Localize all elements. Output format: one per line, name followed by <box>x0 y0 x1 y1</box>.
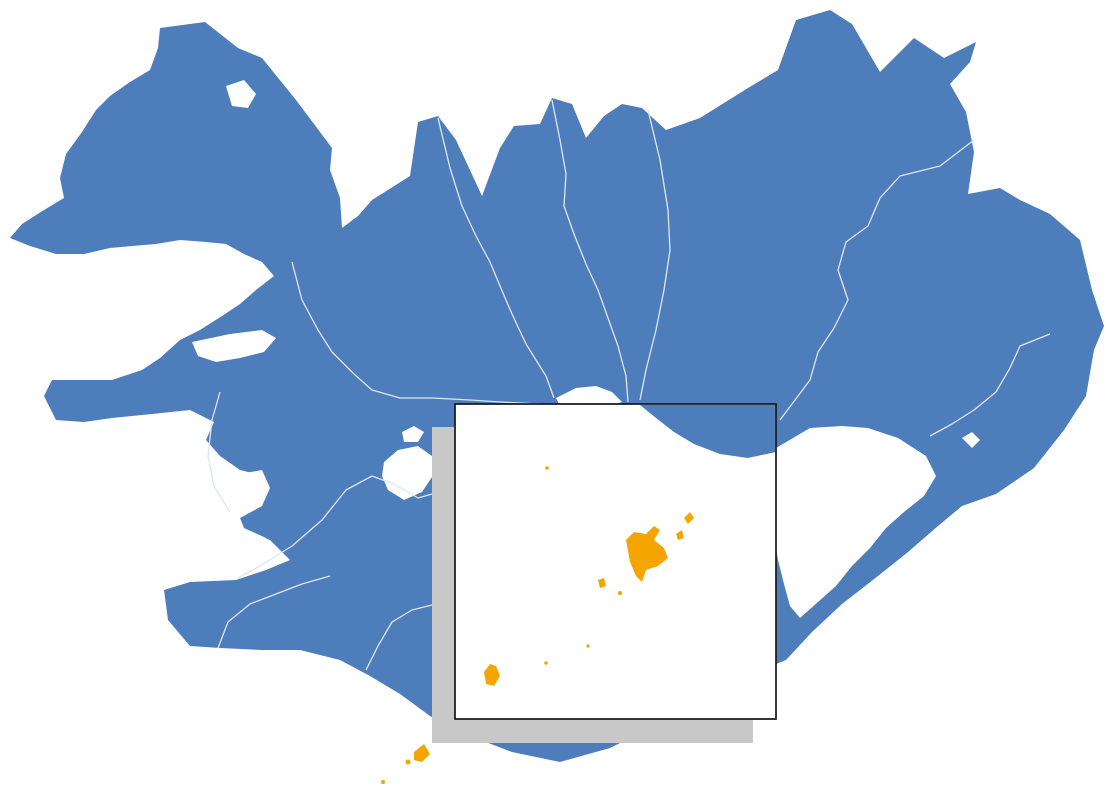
faxafloi-bay <box>220 470 282 574</box>
inset-vestmannaeyjar <box>484 466 694 686</box>
langjokull-glacier <box>382 446 434 500</box>
heimaey-island <box>414 744 430 762</box>
vatnajokull-glacier <box>770 426 936 618</box>
islet <box>545 466 549 470</box>
drangajokull-glacier <box>226 80 256 108</box>
islet <box>381 780 385 784</box>
inset-frame <box>454 403 777 720</box>
inset-zoom-frame <box>432 403 777 743</box>
heimaey-island <box>626 526 668 582</box>
regional-boundaries <box>207 99 1051 671</box>
surtsey-island <box>484 664 500 686</box>
islet <box>586 644 590 648</box>
hofsjokull-glacier <box>556 386 622 408</box>
west-fjord-bay <box>70 242 254 370</box>
bjarnarey-island <box>676 530 684 540</box>
islet <box>618 591 622 595</box>
islet <box>405 759 411 765</box>
breidafjordur-bay <box>192 330 276 362</box>
islet <box>598 578 606 588</box>
inset-land-edge <box>640 405 776 458</box>
small-glacier-east <box>962 432 980 448</box>
islet <box>544 661 548 665</box>
ellidaey-island <box>684 512 694 524</box>
vestmannaeyjar-islands <box>381 744 430 784</box>
small-glacier-west <box>402 426 424 442</box>
